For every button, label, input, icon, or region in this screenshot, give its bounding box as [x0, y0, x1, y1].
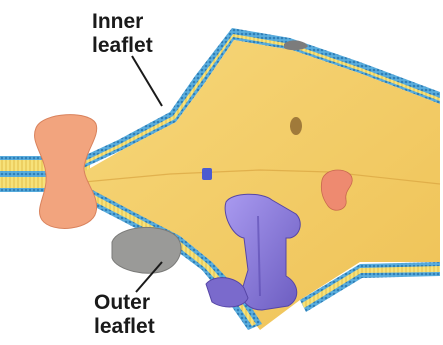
membrane-protein-blue-small — [202, 168, 212, 180]
membrane-protein-gray — [112, 227, 181, 273]
leader-line-inner — [132, 56, 162, 106]
pit-mark — [290, 117, 302, 135]
outer-leaflet-label: Outer leaflet — [94, 291, 204, 339]
inner-leaflet-label: Inner leaflet — [92, 10, 202, 58]
